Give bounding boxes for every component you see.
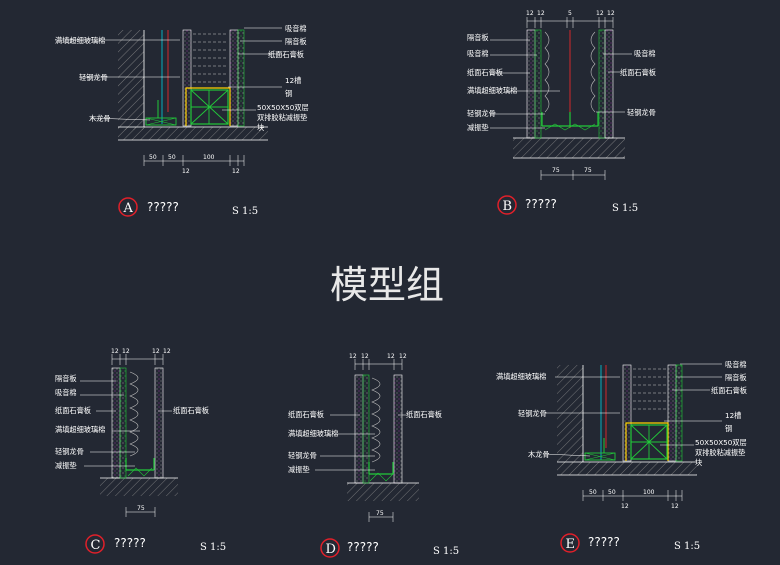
- label-absorb-cotton: 吸音棉: [725, 360, 747, 369]
- detail-scale-c: S 1:5: [200, 542, 226, 553]
- label-gypsum: 纸面石膏板: [288, 410, 324, 419]
- label-steel-keel: 轻钢龙骨: [79, 73, 108, 82]
- label-pad-3: 块: [695, 458, 702, 467]
- label-wood-keel: 木龙骨: [89, 114, 111, 123]
- label-pad-1: 50X50X50双层: [695, 438, 747, 447]
- label-steel: 钢: [725, 424, 732, 433]
- detail-name-b: ?????: [525, 197, 557, 211]
- label-gypsum-right: 纸面石膏板: [406, 410, 442, 419]
- label-glass-wool: 满填超细玻璃棉: [496, 372, 546, 381]
- dim-top-5: 12: [607, 10, 615, 17]
- dim-top-3: 12: [387, 353, 395, 360]
- label-glass-wool: 满填超细玻璃棉: [288, 429, 338, 438]
- label-absorb-cotton: 吸音棉: [285, 24, 307, 33]
- dim-bottom-1: 75: [552, 167, 560, 174]
- label-glass-wool: 满填超细玻璃棉: [467, 86, 517, 95]
- dim-bottom-1: 75: [376, 510, 384, 517]
- label-steel-keel: 轻钢龙骨: [467, 109, 496, 118]
- dim-50a: 50: [149, 154, 157, 161]
- label-gypsum: 纸面石膏板: [268, 50, 304, 59]
- detail-marker-a: [118, 197, 138, 217]
- detail-marker-c: [85, 534, 105, 554]
- detail-b: 隔音板 吸音棉 纸面石膏板 满填超细玻璃棉 轻钢龙骨 减振垫 吸音棉 纸面石膏板…: [467, 10, 656, 215]
- dim-100: 100: [203, 154, 215, 161]
- label-gypsum-right: 纸面石膏板: [620, 68, 656, 77]
- label-sound-board: 隔音板: [467, 33, 489, 42]
- label-gypsum-right: 纸面石膏板: [173, 406, 209, 415]
- label-sound-board: 隔音板: [55, 374, 77, 383]
- label-pad-2: 双排胶粘减振垫: [257, 113, 307, 122]
- label-glass-wool: 满填超细玻璃棉: [55, 425, 105, 434]
- dim-12b: 12: [232, 168, 240, 175]
- detail-name-d: ?????: [347, 540, 379, 554]
- dim-top-1: 12: [111, 348, 119, 355]
- dim-50b: 50: [168, 154, 176, 161]
- dim-top-3: 5: [568, 10, 572, 17]
- dim-100: 100: [643, 489, 655, 496]
- dim-top-2: 12: [361, 353, 369, 360]
- detail-scale-b: S 1:5: [612, 203, 638, 214]
- detail-marker-e: [560, 533, 580, 553]
- dim-top-2: 12: [537, 10, 545, 17]
- detail-marker-b: [497, 195, 517, 215]
- label-pad-3: 块: [257, 123, 264, 132]
- label-absorb-cotton: 吸音棉: [467, 49, 489, 58]
- dim-top-4: 12: [596, 10, 604, 17]
- detail-c: 隔音板 吸音棉 纸面石膏板 满填超细玻璃棉 轻钢龙骨 减振垫 纸面石膏板 12 …: [55, 348, 226, 554]
- detail-letter-b: B: [503, 199, 513, 214]
- detail-letter-e: E: [566, 537, 576, 552]
- dim-50a: 50: [589, 489, 597, 496]
- label-absorb-cotton-right: 吸音棉: [634, 49, 656, 58]
- label-pad-2: 双排胶粘减振垫: [695, 448, 745, 457]
- label-steel-keel: 轻钢龙骨: [518, 409, 547, 418]
- label-steel-keel: 轻钢龙骨: [55, 447, 84, 456]
- detail-name-c: ?????: [114, 536, 146, 550]
- dim-top-3: 12: [152, 348, 160, 355]
- label-absorb-cotton: 吸音棉: [55, 388, 77, 397]
- detail-scale-a: S 1:5: [232, 206, 258, 217]
- detail-marker-d: [320, 538, 340, 558]
- label-gypsum: 纸面石膏板: [55, 406, 91, 415]
- dim-12a: 12: [182, 168, 190, 175]
- detail-d: 纸面石膏板 满填超细玻璃棉 轻钢龙骨 减振垫 纸面石膏板 12 12 12 12…: [288, 353, 459, 558]
- detail-letter-d: D: [326, 542, 336, 557]
- label-gypsum: 纸面石膏板: [711, 386, 747, 395]
- label-sound-board: 隔音板: [725, 373, 747, 382]
- detail-name-e: ?????: [588, 535, 620, 549]
- label-channel-12: 12槽: [725, 411, 741, 420]
- label-steel: 钢: [285, 89, 292, 98]
- page-title: 模型组: [330, 263, 444, 307]
- dim-top-1: 12: [526, 10, 534, 17]
- detail-letter-a: A: [123, 201, 134, 216]
- dim-bottom-1: 75: [137, 505, 145, 512]
- dim-top-4: 12: [399, 353, 407, 360]
- detail-name-a: ?????: [147, 200, 179, 214]
- label-channel-12: 12槽: [285, 76, 301, 85]
- label-steel-keel-right: 轻钢龙骨: [627, 108, 656, 117]
- dim-50b: 50: [608, 489, 616, 496]
- label-sound-board: 隔音板: [285, 37, 307, 46]
- label-steel-keel: 轻钢龙骨: [288, 451, 317, 460]
- dim-top-4: 12: [163, 348, 171, 355]
- label-glass-wool: 满填超细玻璃棉: [55, 36, 105, 45]
- dim-top-2: 12: [122, 348, 130, 355]
- dim-12a: 12: [621, 503, 629, 510]
- detail-scale-e: S 1:5: [674, 541, 700, 552]
- detail-scale-d: S 1:5: [433, 546, 459, 557]
- label-gypsum: 纸面石膏板: [467, 68, 503, 77]
- dim-bottom-2: 75: [584, 167, 592, 174]
- label-wood-keel: 木龙骨: [528, 450, 550, 459]
- dim-12b: 12: [671, 503, 679, 510]
- label-damper: 减振垫: [288, 465, 310, 474]
- floor-hatch: [118, 127, 268, 140]
- label-damper: 减振垫: [55, 461, 77, 470]
- dim-top-1: 12: [349, 353, 357, 360]
- label-pad-1: 50X50X50双层: [257, 103, 309, 112]
- label-damper: 减振垫: [467, 123, 489, 132]
- detail-a: 满填超细玻璃棉 轻钢龙骨 木龙骨 吸音棉 隔音板 纸面石膏板 12槽 钢 50X…: [55, 24, 309, 217]
- detail-letter-c: C: [91, 538, 101, 553]
- detail-e: 满填超细玻璃棉 轻钢龙骨 木龙骨 吸音棉 隔音板 纸面石膏板 12槽 钢 50X…: [496, 360, 747, 553]
- wall-hatch: [118, 30, 144, 130]
